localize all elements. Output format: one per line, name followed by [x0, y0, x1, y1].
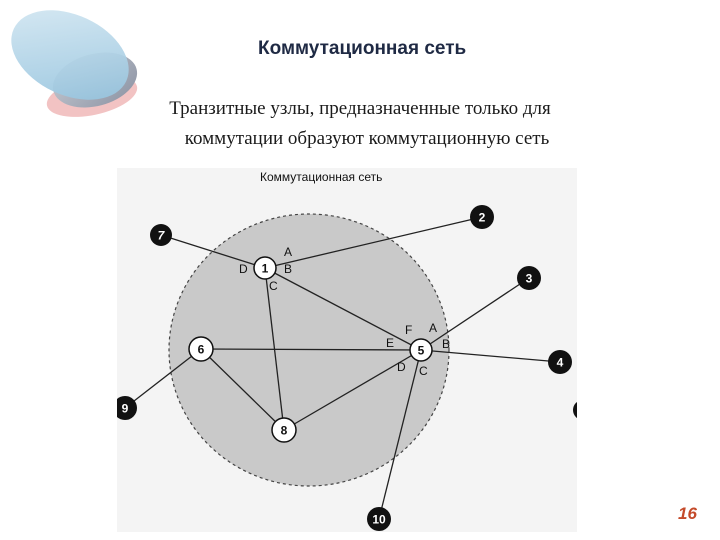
- link-3-5: [420, 277, 530, 351]
- link-6-9: [124, 348, 202, 409]
- link-5-4: [420, 349, 561, 363]
- svg-text:2: 2: [479, 211, 486, 225]
- link-1-5: [264, 267, 422, 351]
- svg-text:5: 5: [418, 344, 425, 358]
- svg-text:10: 10: [372, 513, 386, 527]
- svg-text:4: 4: [557, 356, 564, 370]
- port-label-1-b: B: [284, 262, 292, 276]
- end-node-9: 9: [117, 396, 137, 420]
- link-5-8: [283, 349, 422, 431]
- svg-text:1: 1: [262, 262, 269, 276]
- port-label-5-c: C: [419, 364, 428, 378]
- end-node-2: 2: [470, 205, 494, 229]
- link-5-10: [378, 349, 422, 520]
- port-label-1-d: D: [239, 262, 248, 276]
- svg-text:3: 3: [526, 272, 533, 286]
- link-1-2: [264, 216, 483, 269]
- subtitle-line-1: Транзитные узлы, предназначенные только …: [169, 98, 551, 119]
- svg-text:9: 9: [122, 402, 129, 416]
- port-label-1-c: C: [269, 279, 278, 293]
- port-label-5-d: D: [397, 360, 406, 374]
- end-node-partial: [573, 402, 577, 418]
- svg-text:6: 6: [198, 343, 205, 357]
- link-6-8: [200, 348, 285, 431]
- slide-title: Коммутационная сеть: [258, 38, 467, 59]
- port-label-1-a: A: [284, 245, 292, 259]
- link-7-1: [160, 234, 266, 269]
- port-label-5-a: A: [429, 321, 437, 335]
- subtitle-line-2: коммутации образуют коммутационную сеть: [184, 128, 550, 149]
- transit-node-6: 6: [188, 336, 214, 362]
- end-node-4: 4: [548, 350, 572, 374]
- port-label-5-e: E: [386, 336, 394, 350]
- port-label-5-b: B: [442, 337, 450, 351]
- link-6-5: [200, 348, 422, 351]
- svg-text:8: 8: [281, 424, 288, 438]
- transit-node-8: 8: [271, 417, 297, 443]
- decorative-corner-shapes: [11, 10, 138, 117]
- transit-node-1: 1: [253, 256, 277, 280]
- port-label-5-f: F: [405, 323, 412, 337]
- svg-text:7: 7: [158, 229, 166, 243]
- end-node-7: 7: [150, 224, 172, 246]
- transit-node-5: 5: [409, 338, 433, 362]
- slide-subtitle: Транзитные узлы, предназначенные только …: [100, 94, 620, 154]
- end-node-3: 3: [517, 266, 541, 290]
- network-label: Коммутационная сеть: [260, 170, 382, 184]
- page-number: 16: [678, 504, 697, 523]
- network-diagram: Коммутационная сеть 1 5 6: [117, 168, 577, 532]
- end-node-10: 10: [367, 507, 391, 531]
